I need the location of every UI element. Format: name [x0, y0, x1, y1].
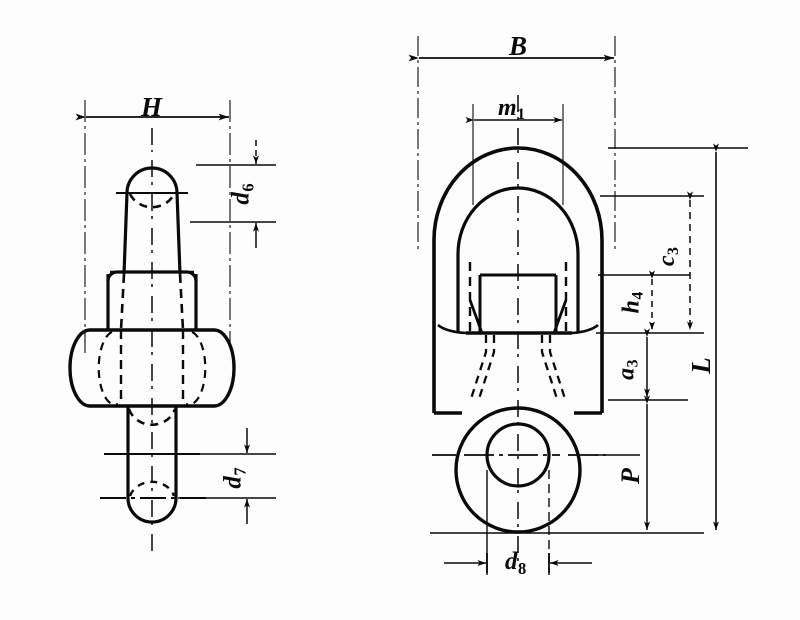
side-view-dimensions — [75, 100, 276, 524]
dimension-label-B: B — [509, 31, 528, 61]
dimension-label-P: P — [615, 468, 645, 484]
front-view-dimensions — [408, 36, 748, 575]
side-view-geometry — [68, 128, 236, 552]
dimension-label-d6: d6 — [227, 183, 258, 205]
dimension-label-d8: d8 — [505, 548, 527, 578]
dimension-label-c3: c3 — [653, 247, 683, 267]
dimension-label-h4: h4 — [618, 291, 647, 314]
dimension-label-L: L — [685, 357, 716, 374]
front-view-geometry — [432, 95, 606, 562]
dimension-label-d7: d7 — [219, 467, 250, 489]
dimension-label-a3: a3 — [613, 359, 642, 380]
dimension-label-H: H — [141, 92, 163, 122]
dimension-label-m1: m1 — [498, 95, 526, 124]
